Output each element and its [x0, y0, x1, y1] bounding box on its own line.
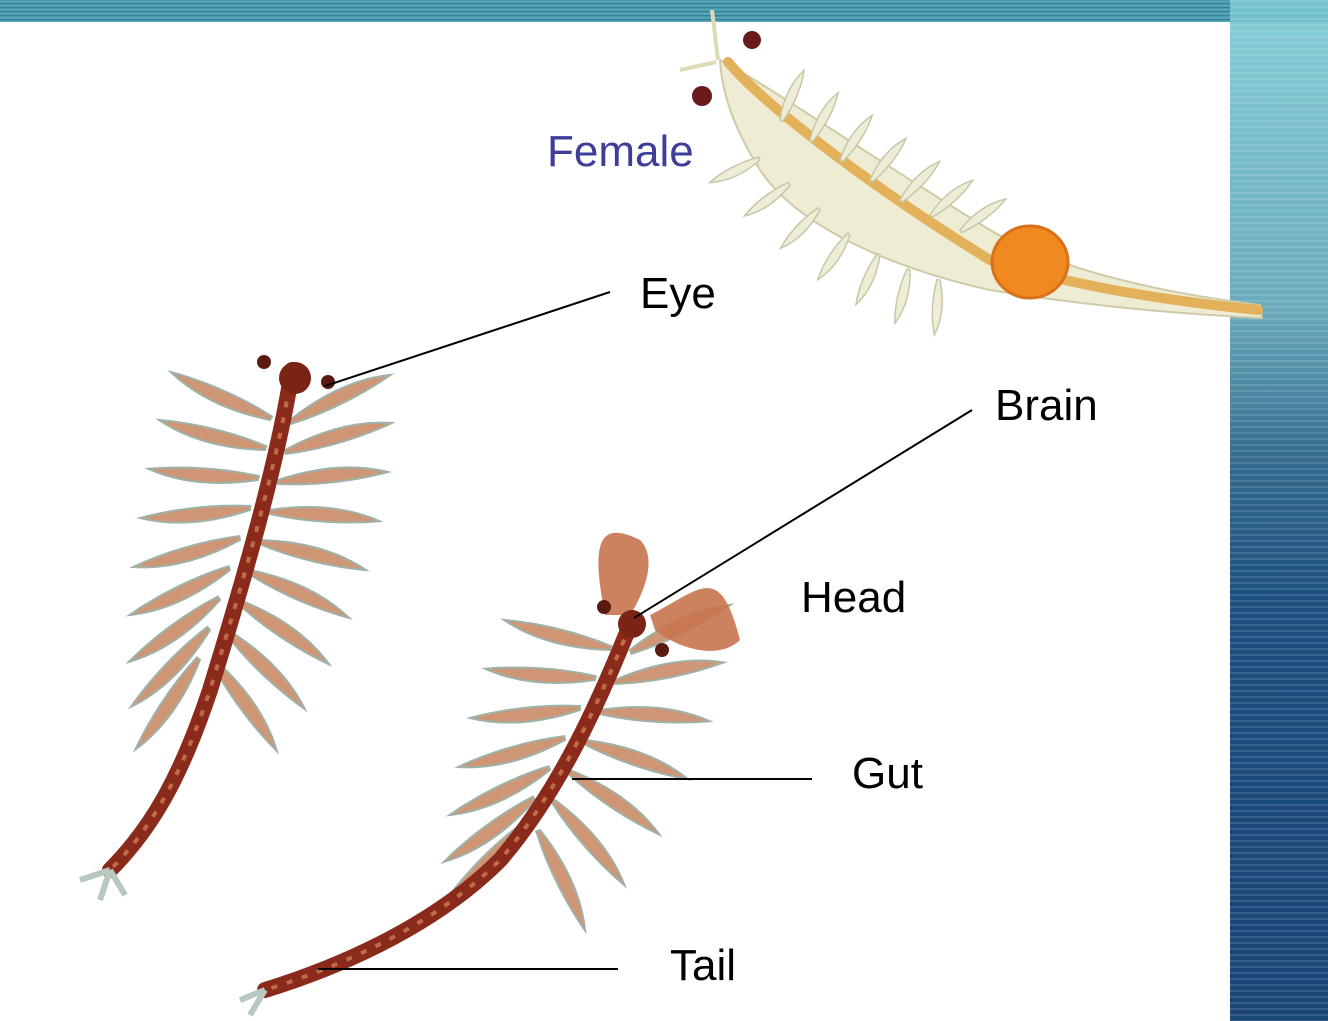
female-shrimp-illustration	[680, 10, 1262, 335]
head-label: Head	[801, 576, 906, 620]
gut-label: Gut	[852, 752, 923, 796]
tail-label: Tail	[670, 944, 736, 988]
female-label: Female	[547, 130, 694, 174]
eye-leader-line	[325, 292, 610, 386]
brain-label: Brain	[995, 384, 1098, 428]
left-shrimp-illustration	[80, 355, 395, 900]
eye-label: Eye	[640, 272, 716, 316]
